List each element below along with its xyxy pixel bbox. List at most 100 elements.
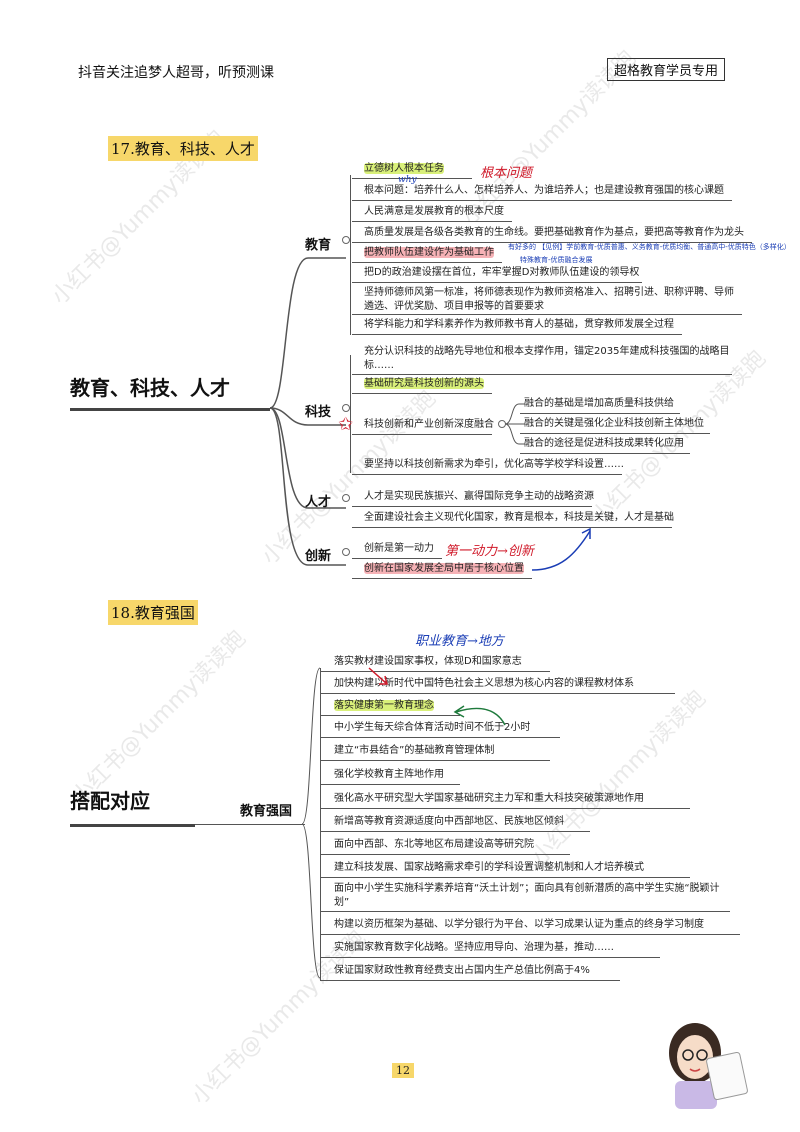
- avatar: [669, 1023, 748, 1109]
- node-underline: [320, 877, 690, 878]
- edu-node: 人民满意是发展教育的根本尺度: [364, 206, 504, 217]
- root-underline: [70, 408, 270, 411]
- arrow-icon: [368, 667, 388, 685]
- edu-node: 将学科能力和学科素养作为教师教书育人的基础，贯穿教师发展全过程: [364, 319, 674, 330]
- node-underline: [320, 854, 570, 855]
- edu-handwritten-note: 有好多的 【见例】学前教育-优质普惠、义务教育-优质均衡、普通高中-优质特色（多…: [508, 243, 791, 251]
- node-underline: [320, 737, 560, 738]
- node-underline: [320, 693, 675, 694]
- handwritten-first-power: 第一动力→创新: [445, 544, 534, 559]
- node-underline: [352, 314, 742, 315]
- section-18-vline: [320, 668, 321, 980]
- section-18-root: 搭配对应: [70, 789, 150, 813]
- node-underline: [352, 434, 492, 435]
- edu-power-node: 落实教材建设国家事权，体现D和国家意志: [334, 656, 522, 667]
- star-mark-icon: ✩: [338, 414, 354, 435]
- tech-sub-node: 融合的基础是增加高质量科技供给: [524, 398, 674, 409]
- node-underline: [352, 506, 592, 507]
- section-18-title: 18.教育强国: [108, 600, 198, 625]
- edu-node: 立德树人根本任务: [364, 163, 444, 174]
- edu-power-node: 建立科技发展、国家战略需求牵引的学科设置调整机制和人才培养模式: [334, 862, 644, 873]
- edu-power-node: 实施国家教育数字化战略。坚持应用导向、治理为基，推动……: [334, 942, 614, 953]
- tech-node: 科技创新和产业创新深度融合: [364, 419, 494, 430]
- branch-underline: [195, 824, 305, 825]
- edu-power-node: 面向中小学生实施科学素养培育“沃土计划”；面向具有创新潜质的高中学生实施“脱颖计…: [334, 883, 720, 908]
- handwritten-why: why: [398, 175, 417, 185]
- node-underline: [352, 527, 672, 528]
- edu-power-node: 保证国家财政性教育经费支出占国内生产总值比例高于4%: [334, 965, 590, 976]
- section-18-connector: [301, 667, 321, 979]
- node-underline: [320, 808, 690, 809]
- watermark: 小红书@Yummy读读跑: [527, 685, 711, 870]
- node-underline: [352, 474, 622, 475]
- page-number: 12: [392, 1063, 414, 1078]
- node-underline: [352, 221, 512, 222]
- tech-node: 要坚持以科技创新需求为牵引，优化高等学校学科设置……: [364, 459, 624, 470]
- arrow-icon: [453, 705, 506, 726]
- node-underline: [520, 413, 680, 414]
- edu-power-node: 中小学生每天综合体育活动时间不低于2小时: [334, 722, 531, 733]
- branch-dot: [342, 236, 350, 244]
- edu-node: 坚持师德师风第一标准，将师德表现作为教师资格准入、招聘引进、职称评聘、导师遴选、…: [364, 287, 734, 312]
- innovation-node: 创新在国家发展全局中居于核心位置: [364, 563, 524, 574]
- branch-technology: 科技: [305, 405, 332, 420]
- node-underline: [352, 200, 732, 201]
- branch-education: 教育: [305, 238, 332, 253]
- header-right-label: 超格教育学员专用: [607, 58, 726, 81]
- handwritten-key-question: 根本问题: [480, 166, 533, 181]
- node-underline: [320, 831, 590, 832]
- tech-node: 充分认识科技的战略先导地位和根本支撑作用，锚定2035年建成科技强国的战略目标……: [364, 346, 730, 371]
- node-underline: [320, 671, 550, 672]
- node-underline: [320, 784, 460, 785]
- edu-power-node: 加快构建以新时代中国特色社会主义思想为核心内容的课程教材体系: [334, 678, 634, 689]
- node-underline: [352, 393, 492, 394]
- edu-power-node: 面向中西部、东北等地区布局建设高等研究院: [334, 839, 534, 850]
- tech-sub-connectors: [505, 403, 525, 445]
- edu-node: 把教师队伍建设作为基础工作: [364, 247, 494, 258]
- node-underline: [320, 980, 620, 981]
- section-17-root: 教育、科技、人才: [70, 376, 230, 400]
- branch-dot: [342, 494, 350, 502]
- edu-power-node: 构建以资历框架为基础、以学分银行为平台、以学习成果认证为重点的终身学习制度: [334, 919, 704, 930]
- handwritten-vocational-note: 职业教育→地方: [415, 634, 504, 649]
- edu-power-node: 落实健康第一教育理念: [334, 700, 434, 711]
- node-underline: [320, 760, 550, 761]
- edu-power-node: 建立“市县结合”的基础教育管理体制: [334, 745, 495, 756]
- edu-handwritten-note-2: 特殊教育-优质融合发展: [520, 256, 593, 264]
- edu-node: 根本问题：培养什么人、怎样培养人、为谁培养人；也是建设教育强国的核心课题: [364, 185, 724, 196]
- branch-dot: [342, 404, 350, 412]
- branch-dot: [342, 548, 350, 556]
- edu-node: 高质量发展是各级各类教育的生命线。要把基础教育作为基点，要把高等教育作为龙头: [364, 227, 744, 238]
- branch-education-power: 教育强国: [240, 804, 293, 819]
- node-underline: [320, 715, 460, 716]
- node-underline: [352, 374, 732, 375]
- edu-power-node: 强化学校教育主阵地作用: [334, 769, 444, 780]
- section-17-title: 17.教育、科技、人才: [108, 136, 258, 161]
- watermark: 小红书@Yummy读读跑: [67, 625, 251, 810]
- section-17-connectors: [269, 257, 346, 566]
- node-underline: [352, 262, 502, 263]
- root-underline: [70, 824, 195, 827]
- tech-node: 基础研究是科技创新的源头: [364, 378, 484, 389]
- node-underline: [352, 242, 752, 243]
- tech-vline: [350, 355, 351, 473]
- node-underline: [352, 282, 642, 283]
- header-left-text: 抖音关注追梦人超哥，听预测课: [78, 65, 274, 81]
- edu-vline: [350, 175, 351, 335]
- branch-innovation: 创新: [305, 549, 332, 564]
- edu-node: 把D的政治建设摆在首位，牢牢掌握D对教师队伍建设的领导权: [364, 267, 640, 278]
- talent-node: 人才是实现民族振兴、赢得国际竞争主动的战略资源: [364, 491, 594, 502]
- node-underline: [320, 934, 740, 935]
- arrow-icon: [531, 527, 591, 571]
- node-underline: [320, 911, 730, 912]
- branch-talent: 人才: [305, 495, 332, 510]
- edu-power-node: 强化高水平研究型大学国家基础研究主力军和重大科技突破策源地作用: [334, 793, 644, 804]
- edu-power-node: 新增高等教育资源适度向中西部地区、民族地区倾斜: [334, 816, 564, 827]
- node-underline: [520, 453, 690, 454]
- node-underline: [352, 578, 532, 579]
- node-underline: [352, 334, 682, 335]
- tech-sub-node: 融合的关键是强化企业科技创新主体地位: [524, 418, 704, 429]
- innovation-node: 创新是第一动力: [364, 543, 434, 554]
- talent-node: 全面建设社会主义现代化国家，教育是根本，科技是关键，人才是基础: [364, 512, 674, 523]
- node-underline: [520, 433, 710, 434]
